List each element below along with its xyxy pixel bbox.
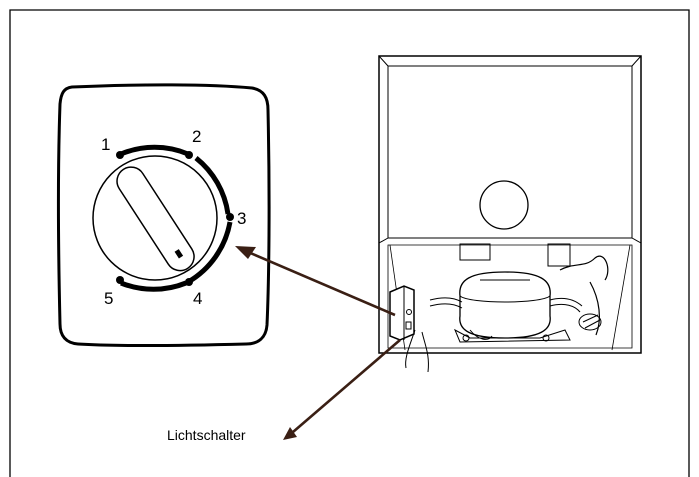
- mount-bolt-left: [462, 334, 470, 342]
- setting-label-5: 5: [104, 289, 113, 308]
- setting-dot-3: [226, 213, 234, 221]
- knob-grip: [116, 166, 195, 272]
- scale-arc-right-lower: [186, 221, 233, 285]
- leader-end-mark: [283, 427, 297, 440]
- cable-2: [421, 331, 429, 373]
- thermostat-panel: 1 2 3 4 5: [57, 83, 271, 347]
- setting-dot-4: [185, 278, 193, 286]
- compressor-compartment: [387, 244, 633, 349]
- setting-dot-1: [116, 151, 124, 159]
- knob-pointer-mark: [174, 249, 184, 259]
- compressor-base: [454, 328, 571, 343]
- setting-dot-5: [116, 276, 124, 284]
- knob-handle: [116, 166, 195, 272]
- scale-arc-top: [120, 144, 189, 157]
- light-switch-screw: [406, 309, 412, 315]
- leader-to-light-switch: [292, 339, 401, 433]
- arrow-to-dial: [247, 250, 396, 317]
- light-switch-label: Lichtschalter: [167, 427, 246, 443]
- fridge-back-illustration: [378, 55, 642, 373]
- compressor: [459, 271, 551, 339]
- scale-arc-bottom: [120, 280, 187, 292]
- panel-bevel: [378, 55, 642, 244]
- pointer-arrows: [235, 246, 401, 440]
- scale-arc-right: [194, 156, 231, 215]
- ventilation-opening: [479, 180, 529, 230]
- diagram-frame: [9, 9, 690, 477]
- pipe-top: [559, 255, 609, 281]
- pipe-left: [429, 297, 463, 309]
- pipe-coil-turns: [582, 314, 601, 329]
- mount-bolt-right: [542, 334, 550, 342]
- light-switch-button[interactable]: [405, 321, 412, 330]
- pipe-right-down: [589, 281, 600, 336]
- relay-box: [459, 243, 491, 261]
- setting-label-1: 1: [101, 135, 110, 154]
- pipe-coil: [578, 313, 602, 331]
- setting-dot-2: [185, 151, 193, 159]
- setting-label-2: 2: [192, 127, 201, 146]
- pipe-right: [549, 297, 583, 313]
- setting-label-3: 3: [237, 209, 246, 228]
- capacitor: [547, 243, 571, 267]
- arrow-to-dial-head: [235, 246, 256, 259]
- compressor-seam: [459, 295, 551, 303]
- setting-label-4: 4: [193, 289, 202, 308]
- cable-3: [469, 329, 493, 340]
